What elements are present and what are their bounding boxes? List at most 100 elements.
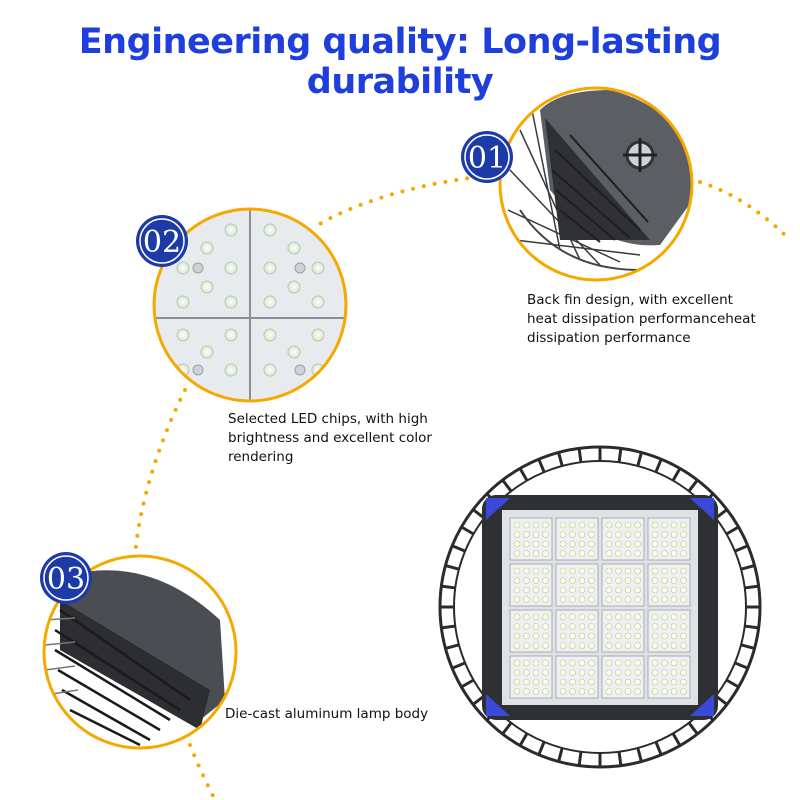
led-chip — [523, 688, 530, 695]
led-chip — [605, 632, 613, 640]
led-chip — [615, 632, 622, 640]
led-chip — [513, 540, 521, 548]
led-chip — [605, 623, 613, 630]
led-chip — [605, 613, 613, 621]
led-chip — [523, 550, 530, 557]
led-chip — [670, 540, 678, 548]
led-chip — [559, 659, 567, 667]
led-chip — [615, 531, 622, 538]
led-chip — [670, 642, 678, 649]
detail-circle-lamp-body — [42, 554, 238, 750]
fin — [577, 751, 583, 766]
led-chip — [680, 659, 687, 667]
led-chip — [670, 613, 678, 621]
led-chip — [605, 577, 613, 584]
fin — [734, 661, 749, 670]
fin — [725, 678, 740, 689]
led-chip — [559, 669, 567, 676]
led-chip — [670, 586, 678, 594]
led-chip — [661, 586, 668, 594]
fin — [451, 661, 466, 670]
led-chip — [569, 586, 576, 594]
led-chip — [513, 577, 521, 584]
led-chip — [542, 678, 549, 686]
led-chip — [624, 521, 632, 529]
led-chip — [605, 659, 613, 667]
led-chip — [569, 623, 576, 630]
led-chip — [651, 567, 659, 575]
led-chip — [588, 613, 595, 621]
led-chip — [559, 596, 567, 603]
led-chip — [569, 669, 576, 676]
led-chip — [680, 531, 687, 538]
fin — [617, 751, 623, 766]
led-chip — [559, 586, 567, 594]
led-chip — [634, 669, 641, 676]
led-chip — [532, 550, 540, 557]
led-chip — [578, 577, 586, 584]
led-chip — [661, 678, 668, 686]
led-chip — [532, 632, 540, 640]
led-chip — [680, 678, 687, 686]
badge-01: 01 — [461, 131, 513, 183]
led-chip — [542, 632, 549, 640]
led-chip — [588, 567, 595, 575]
led-chip — [634, 567, 641, 575]
led-chip — [569, 613, 576, 621]
led-chip — [569, 596, 576, 603]
fin — [687, 721, 699, 735]
fin — [557, 747, 564, 762]
led-chip — [624, 596, 632, 603]
led-chip — [569, 550, 576, 557]
fin — [501, 479, 513, 493]
led-chip — [615, 688, 622, 695]
led-chip — [651, 688, 659, 695]
badge-01-number: 01 — [468, 141, 506, 176]
led-chip — [624, 567, 632, 575]
caption-line: heat dissipation performanceheat — [527, 311, 756, 327]
led-chip — [651, 623, 659, 630]
led-chip — [670, 678, 678, 686]
led-chip — [578, 531, 586, 538]
led-chip — [569, 531, 576, 538]
led-chip — [523, 613, 530, 621]
led-chip — [532, 623, 540, 630]
led-chip — [513, 550, 521, 557]
ufo-highbay-fixture — [438, 445, 762, 769]
fin — [744, 624, 759, 630]
led-chip — [605, 540, 613, 548]
led-chip — [542, 521, 549, 529]
led-chip — [670, 632, 678, 640]
led-chip — [559, 567, 567, 575]
led-chip — [542, 596, 549, 603]
fin — [636, 747, 643, 762]
fin — [740, 564, 755, 571]
led-chip — [624, 678, 632, 686]
led-chip — [661, 567, 668, 575]
led-chip — [532, 521, 540, 529]
led-chip — [513, 586, 521, 594]
led-chip — [523, 623, 530, 630]
led-chip — [513, 632, 521, 640]
led-chip — [578, 632, 586, 640]
led-chip — [624, 586, 632, 594]
led-chip — [680, 521, 687, 529]
led-chip — [523, 678, 530, 686]
led-chip — [634, 642, 641, 649]
caption-back-fins: Back fin design, with excellent heat dis… — [527, 291, 777, 348]
led-chip — [532, 688, 540, 695]
led-chip — [588, 577, 595, 584]
led-chip — [624, 550, 632, 557]
led-chip — [651, 577, 659, 584]
led-chip — [651, 540, 659, 548]
led-chip — [624, 577, 632, 584]
led-chip — [670, 550, 678, 557]
led-chip — [605, 678, 613, 686]
led-chip — [588, 659, 595, 667]
led-chip — [661, 669, 668, 676]
led-chip — [532, 540, 540, 548]
fin — [654, 458, 663, 473]
fin — [518, 732, 529, 747]
led-chip — [634, 531, 641, 538]
